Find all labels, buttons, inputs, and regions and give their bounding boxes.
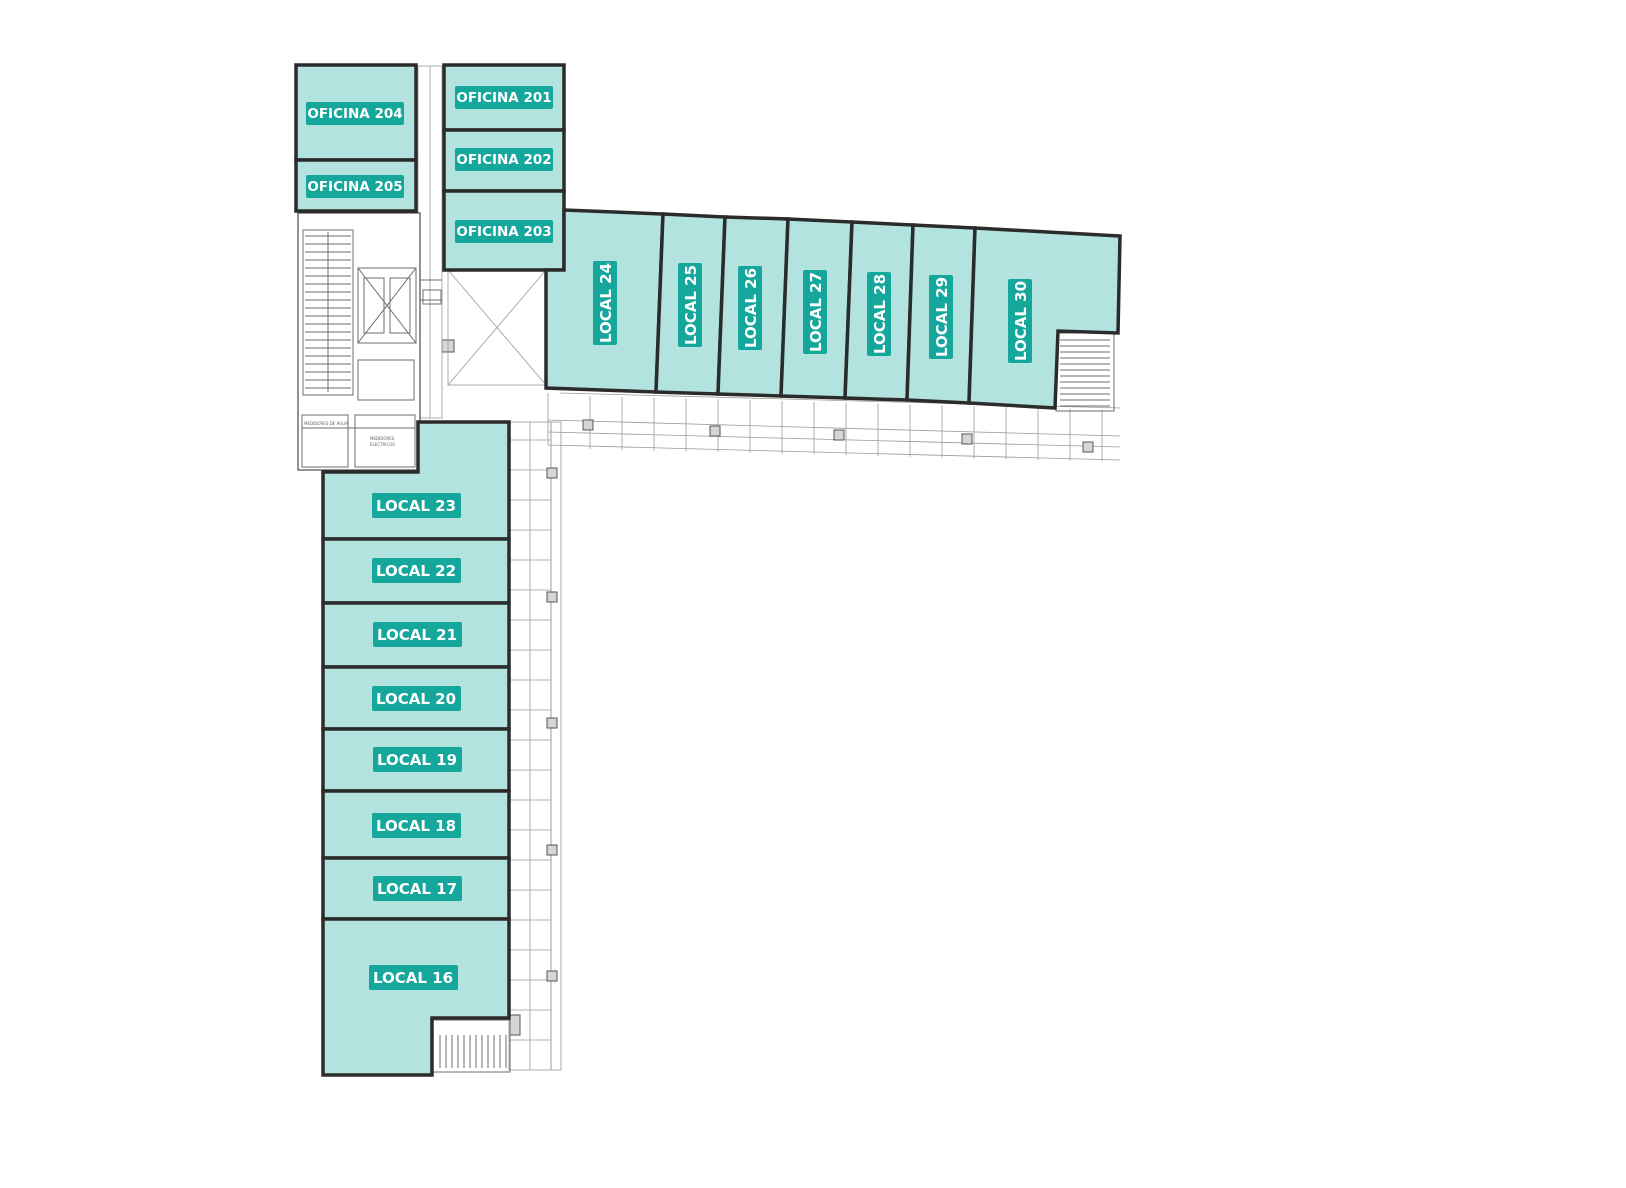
label-local-21: LOCAL 21 (373, 622, 462, 647)
stair-bottom (431, 1019, 511, 1073)
label-local-28-text: LOCAL 28 (871, 274, 889, 354)
label-oficina-203: OFICINA 203 (455, 220, 553, 243)
unit-labels: OFICINA 204 OFICINA 205 OFICINA 201 OFIC… (306, 86, 1032, 990)
label-local-26: LOCAL 26 (738, 266, 762, 350)
label-local-27-text: LOCAL 27 (807, 272, 825, 352)
label-local-20-text: LOCAL 20 (376, 690, 456, 708)
label-oficina-205: OFICINA 205 (306, 175, 404, 198)
label-local-29-text: LOCAL 29 (933, 277, 951, 357)
label-local-24-text: LOCAL 24 (597, 263, 615, 343)
label-local-28: LOCAL 28 (867, 272, 891, 356)
label-local-20: LOCAL 20 (372, 686, 461, 711)
unit-local-30[interactable] (967, 226, 1122, 410)
svg-text:MEDIDORES: MEDIDORES (370, 436, 395, 441)
label-local-22-text: LOCAL 22 (376, 562, 456, 580)
stair-right (1055, 332, 1115, 412)
label-oficina-201: OFICINA 201 (455, 86, 553, 109)
label-local-23: LOCAL 23 (372, 493, 461, 518)
label-local-17: LOCAL 17 (373, 876, 462, 901)
label-local-16: LOCAL 16 (369, 965, 458, 990)
void-area (447, 269, 547, 386)
label-local-19-text: LOCAL 19 (377, 751, 457, 769)
unit-local-22[interactable] (321, 537, 511, 605)
drafting-background (417, 65, 1121, 1073)
label-local-17-text: LOCAL 17 (377, 880, 457, 898)
label-local-30: LOCAL 30 (1008, 279, 1032, 363)
label-local-18: LOCAL 18 (372, 813, 461, 838)
label-oficina-204-text: OFICINA 204 (307, 106, 402, 122)
svg-text:ELECTRICOS: ELECTRICOS (370, 442, 395, 447)
label-local-19: LOCAL 19 (373, 747, 462, 772)
label-local-25-text: LOCAL 25 (682, 265, 700, 345)
label-oficina-202: OFICINA 202 (455, 148, 553, 171)
label-local-30-text: LOCAL 30 (1012, 281, 1030, 361)
label-local-21-text: LOCAL 21 (377, 626, 457, 644)
label-local-24: LOCAL 24 (593, 261, 617, 345)
label-oficina-204: OFICINA 204 (306, 102, 404, 125)
label-oficina-205-text: OFICINA 205 (307, 179, 402, 195)
label-local-29: LOCAL 29 (929, 275, 953, 359)
label-local-18-text: LOCAL 18 (376, 817, 456, 835)
label-local-23-text: LOCAL 23 (376, 497, 456, 515)
label-oficina-201-text: OFICINA 201 (456, 90, 551, 106)
label-oficina-202-text: OFICINA 202 (456, 152, 551, 168)
unit-local-16[interactable] (321, 917, 511, 1077)
label-local-25: LOCAL 25 (678, 263, 702, 347)
label-local-26-text: LOCAL 26 (742, 268, 760, 348)
label-oficina-203-text: OFICINA 203 (456, 224, 551, 240)
label-local-27: LOCAL 27 (803, 270, 827, 354)
label-local-16-text: LOCAL 16 (373, 969, 453, 987)
service-core: MEDIDORES DE AGUA MEDIDORES ELECTRICOS (297, 212, 442, 471)
svg-text:MEDIDORES DE AGUA: MEDIDORES DE AGUA (304, 421, 348, 426)
structural-columns (441, 339, 1094, 1036)
label-local-22: LOCAL 22 (372, 558, 461, 583)
